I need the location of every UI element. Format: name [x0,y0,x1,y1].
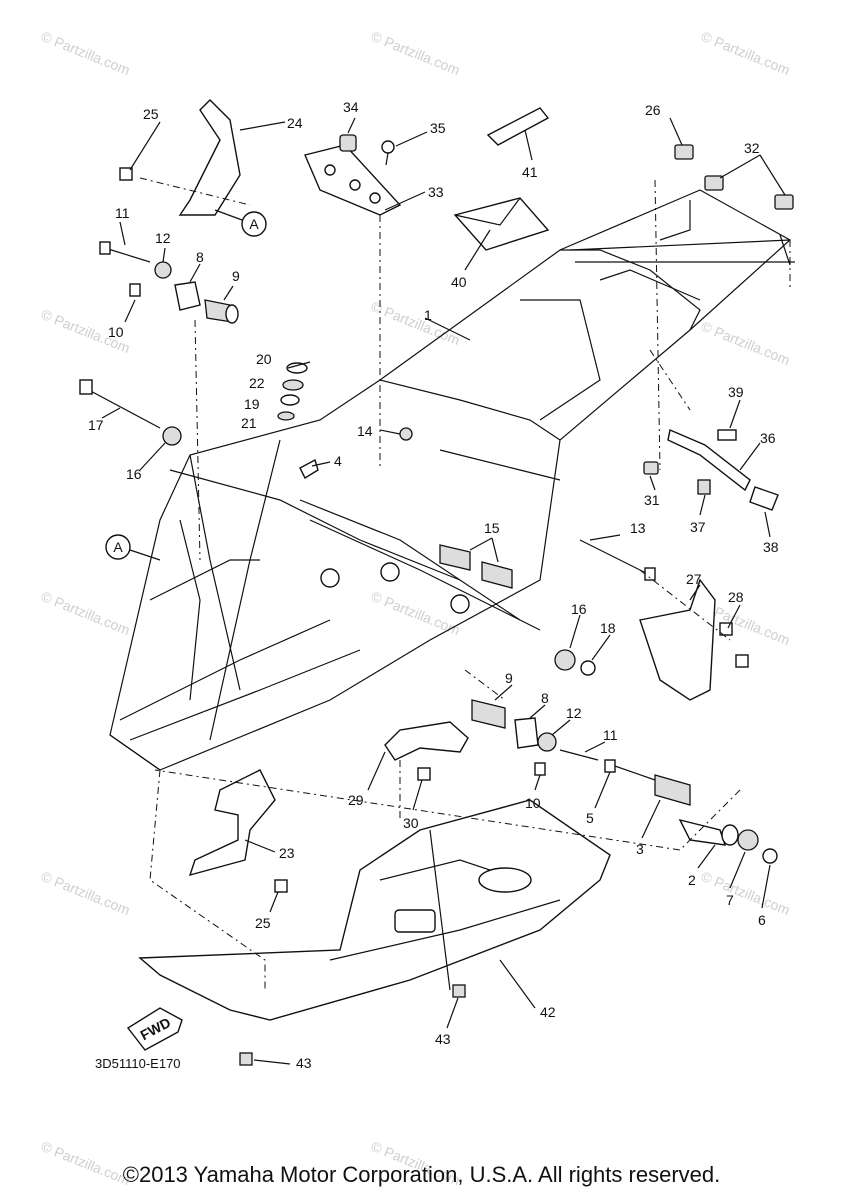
callout-number: 41 [522,164,538,180]
callout-number: 6 [758,912,766,928]
callout-number: 10 [525,795,541,811]
ref-marker-label: A [249,216,259,232]
callout-number: 8 [541,690,549,706]
callout-number: 15 [484,520,500,536]
callout-number: 3 [636,841,644,857]
callout-number: 13 [630,520,646,536]
watermark: © Partzilla.com [699,318,792,368]
callout-number: 16 [571,601,587,617]
callout-number: 28 [728,589,744,605]
callout-number: 23 [279,845,295,861]
skid-plate [138,799,611,1021]
callout-number: 19 [244,396,260,412]
callout-number: 26 [645,102,661,118]
callout-number: 12 [566,705,582,721]
watermark: © Partzilla.com [699,28,792,78]
callout-number: 42 [540,1004,556,1020]
watermark: © Partzilla.com [369,28,462,78]
callout-number: 43 [296,1055,312,1071]
callout-number: 21 [241,415,257,431]
callout-number: 25 [143,106,159,122]
callout-number: 9 [505,670,513,686]
callout-number: 10 [108,324,124,340]
callout-number: 27 [686,571,702,587]
callout-number: 25 [255,915,271,931]
callout-number: 30 [403,815,419,831]
callout-number: 11 [115,205,130,221]
callout-number: 1 [424,307,432,323]
watermark: © Partzilla.com [369,298,462,348]
main-frame [109,189,795,771]
callout-number: 4 [334,453,342,469]
watermark: © Partzilla.com [39,868,132,918]
callout-number: 43 [435,1031,451,1047]
callout-number: 20 [256,351,272,367]
diagram-code: 3D51110-E170 [95,1056,181,1071]
callout-number: 11 [603,727,618,743]
callout-number: 40 [451,274,467,290]
callout-number: 29 [348,792,364,808]
parts [79,99,794,1066]
callout-number: 17 [88,417,104,433]
callout-number: 8 [196,249,204,265]
callout-number: 32 [744,140,760,156]
callout-number: 14 [357,423,373,439]
callout-number: 24 [287,115,303,131]
callout-number: 34 [343,99,359,115]
ref-marker-a-lower: A [105,534,161,561]
callout-number: 18 [600,620,616,636]
callout-number: 31 [644,492,660,508]
copyright-notice: ©2013 Yamaha Motor Corporation, U.S.A. A… [122,1162,721,1187]
callout-number: 38 [763,539,779,555]
callout-number: 39 [728,384,744,400]
callout-number: 2 [688,872,696,888]
reference-lines [139,177,791,990]
ref-marker-a-upper: A [214,209,267,237]
callout-number: 9 [232,268,240,284]
callout-number: 36 [760,430,776,446]
leader-lines [101,117,786,1065]
ref-marker-label: A [113,539,123,555]
watermark: © Partzilla.com [39,28,132,78]
watermark: © Partzilla.com [39,588,132,638]
callout-number: 7 [726,892,734,908]
watermark: © Partzilla.com [699,868,792,918]
callout-number: 12 [155,230,171,246]
callout-number: 16 [126,466,142,482]
callout-number: 22 [249,375,265,391]
callout-number: 35 [430,120,446,136]
callout-number: 37 [690,519,706,535]
callout-number: 5 [586,810,594,826]
callout-number: 33 [428,184,444,200]
callout-numbers: 1 2 3 4 5 6 7 8 8 9 9 10 10 11 11 12 12 … [88,99,779,1071]
